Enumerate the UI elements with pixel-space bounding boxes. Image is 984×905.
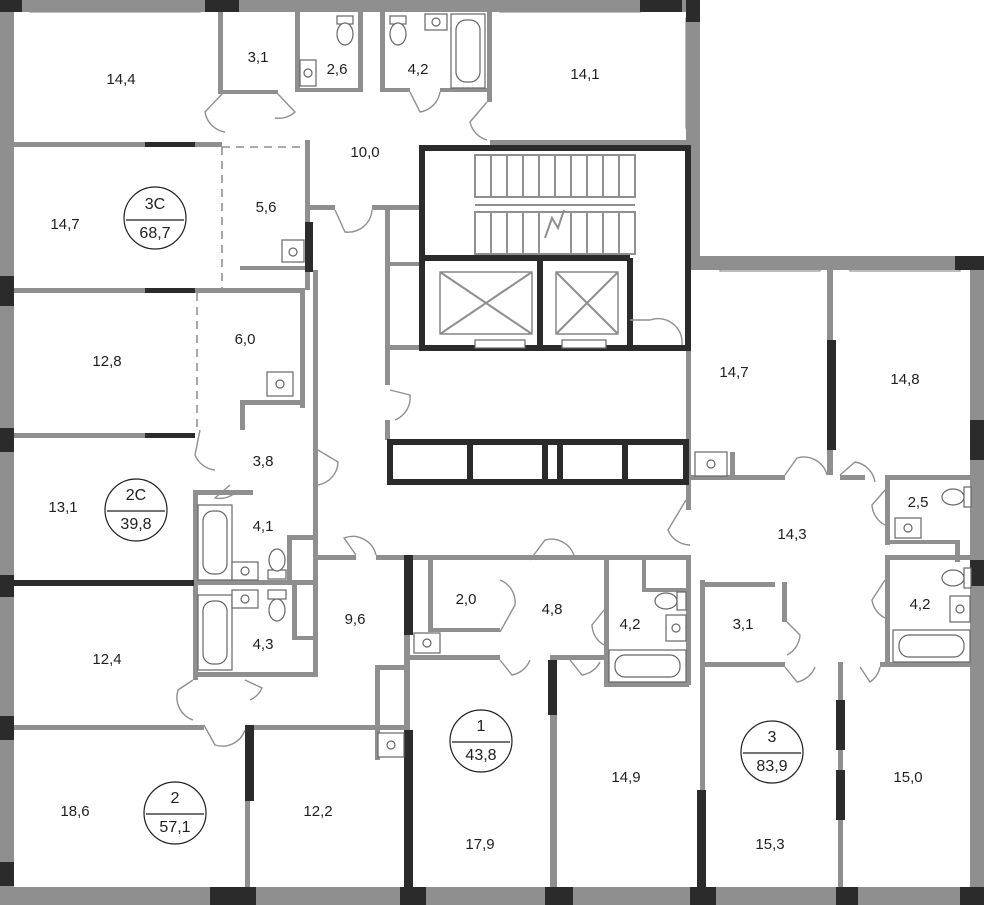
toilet-icon [267, 589, 287, 622]
toilet-icon [654, 591, 687, 611]
apartment-badge: 2 57,1 [143, 781, 207, 845]
apartment-number: 2 [171, 790, 180, 807]
apartment-area: 83,9 [756, 758, 787, 775]
toilet-icon [941, 567, 972, 589]
room-area-label: 13,1 [48, 499, 77, 516]
room-area-label: 17,9 [465, 836, 494, 853]
room-area-label: 14,7 [50, 216, 79, 233]
room-area-label: 3,1 [733, 616, 754, 633]
apartment-badge: 1 43,8 [449, 709, 513, 773]
apartment-number: 2С [126, 487, 146, 504]
bathtub-icon [608, 649, 687, 683]
apartment-badge: 3 83,9 [740, 720, 804, 784]
apartment-number: 1 [477, 718, 486, 735]
sink-icon [665, 614, 687, 642]
room-area-label: 15,3 [755, 836, 784, 853]
room-area-label: 2,5 [908, 494, 929, 511]
room-area-label: 3,8 [253, 453, 274, 470]
room-area-label: 14,3 [777, 526, 806, 543]
room-area-label: 12,8 [92, 353, 121, 370]
apartment-badge: 2С 39,8 [104, 478, 168, 542]
apartment-number: 3 [768, 729, 777, 746]
dashed-dividers [196, 146, 305, 433]
fixtures [197, 13, 972, 758]
apartment-area: 57,1 [159, 819, 190, 836]
apartment-area: 68,7 [139, 225, 170, 242]
sink-icon [299, 59, 317, 87]
room-area-label: 2,0 [456, 591, 477, 608]
apartment-area: 39,8 [120, 516, 151, 533]
room-area-label: 3,1 [248, 49, 269, 66]
sink-icon [231, 589, 259, 609]
apartment-number: 3С [145, 196, 165, 213]
stair-core [387, 145, 691, 485]
room-labels: 14,4 3,1 2,6 4,2 14,1 10,0 14,7 5,6 12,8… [48, 49, 930, 853]
room-area-label: 6,0 [235, 331, 256, 348]
room-area-label: 14,8 [890, 371, 919, 388]
bathtub-icon [197, 594, 233, 671]
room-area-label: 14,1 [570, 66, 599, 83]
room-area-label: 14,4 [106, 71, 135, 88]
room-area-label: 9,6 [345, 611, 366, 628]
toilet-icon [389, 15, 407, 46]
room-area-label: 4,8 [542, 601, 563, 618]
bathtub-icon [450, 13, 486, 89]
sink-icon [231, 561, 259, 581]
elevator-2 [555, 271, 619, 349]
apartment-area: 43,8 [465, 747, 496, 764]
elevator-1 [439, 271, 533, 349]
bathtub-icon [197, 504, 233, 581]
room-area-label: 18,6 [60, 803, 89, 820]
toilet-icon [336, 15, 354, 46]
room-area-label: 4,2 [910, 596, 931, 613]
room-area-label: 10,0 [350, 144, 379, 161]
apartment-badge: 3С 68,7 [123, 186, 187, 250]
toilet-icon [267, 548, 287, 580]
doors [176, 91, 886, 747]
sink-icon [413, 632, 441, 654]
sink-icon [894, 517, 922, 539]
toilet-icon [941, 486, 972, 508]
room-area-label: 4,2 [620, 616, 641, 633]
bathtub-icon [892, 629, 971, 663]
room-area-label: 4,1 [253, 518, 274, 535]
room-area-label: 14,7 [719, 364, 748, 381]
sink-icon [377, 732, 405, 758]
room-area-label: 2,6 [327, 61, 348, 78]
stair-flight [474, 154, 636, 255]
room-area-label: 4,2 [408, 61, 429, 78]
room-area-label: 4,3 [253, 636, 274, 653]
room-area-label: 5,6 [256, 199, 277, 216]
sink-icon [949, 595, 971, 623]
room-area-label: 15,0 [893, 769, 922, 786]
room-area-label: 14,9 [611, 769, 640, 786]
sink-icon [281, 239, 305, 263]
room-area-label: 12,4 [92, 651, 121, 668]
sink-icon [424, 13, 448, 31]
room-area-label: 12,2 [303, 803, 332, 820]
sink-icon [266, 371, 294, 397]
sink-icon [694, 451, 728, 477]
